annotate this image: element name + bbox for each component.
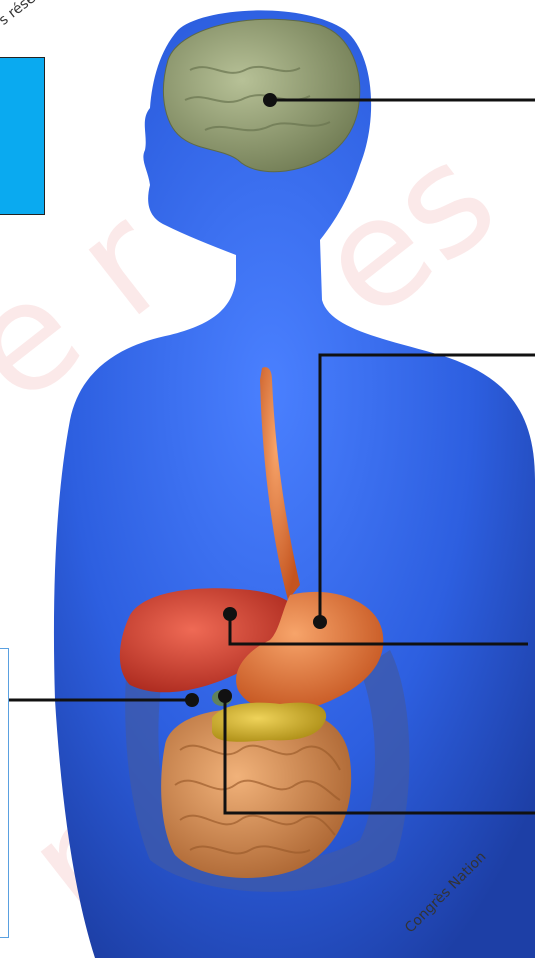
label-box-top [0, 57, 45, 215]
pancreas-pointer-dot [218, 689, 232, 703]
liver-pointer-dot [223, 607, 237, 621]
stomach-pointer-dot [313, 615, 327, 629]
label-box-left [0, 648, 9, 938]
gallbladder-pointer-dot [185, 693, 199, 707]
brain-pointer-dot [263, 93, 277, 107]
